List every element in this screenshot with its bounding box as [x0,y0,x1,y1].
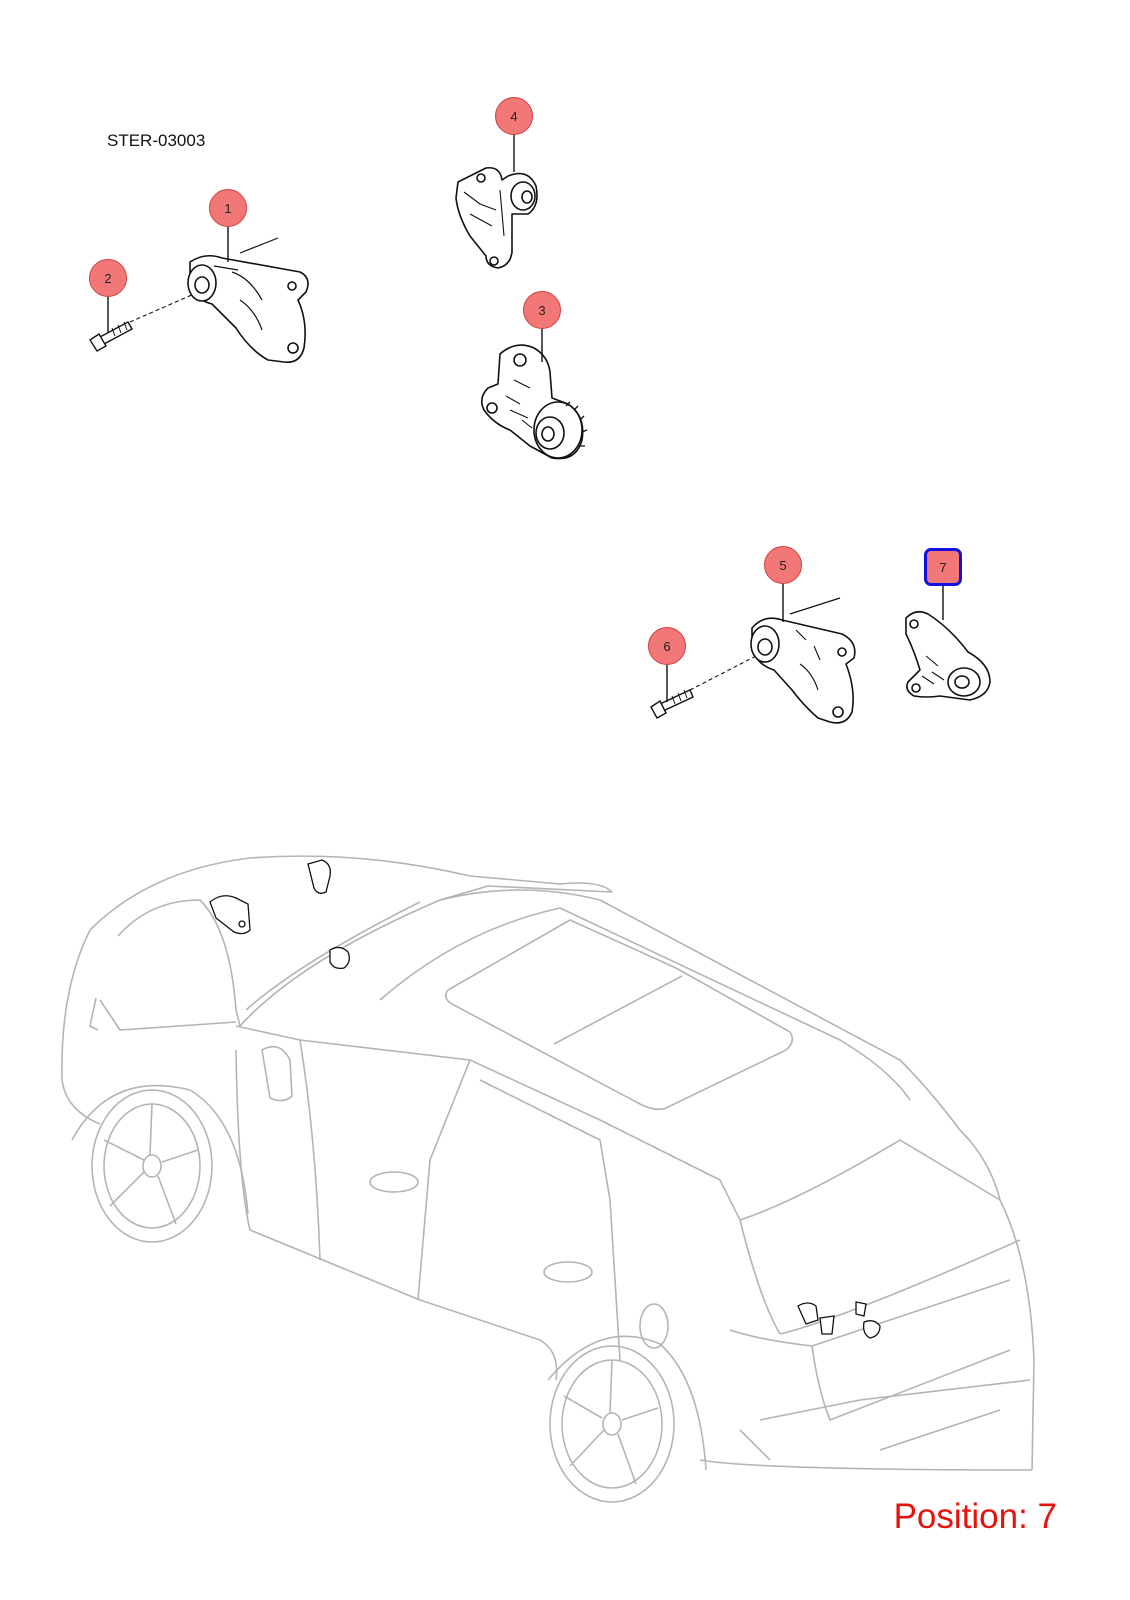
part-1-axis-line [239,237,279,254]
vehicle-outline [61,855,1035,1503]
part-1-mount-bracket[interactable] [187,254,309,364]
callout-2[interactable]: 2 [89,259,127,297]
part-4-upper-bracket[interactable] [455,166,538,269]
vehicle-mount-locations [209,859,881,1339]
part-5-axis-line [789,597,841,615]
position-label: Position: 7 [893,1497,1057,1536]
callout-4[interactable]: 4 [495,97,533,135]
part-6-bolt[interactable] [650,655,757,719]
part-3-torque-mount[interactable] [480,344,588,460]
callout-6[interactable]: 6 [648,627,686,665]
part-7-rear-mount[interactable] [905,610,991,701]
callout-1[interactable]: 1 [209,189,247,227]
callout-3[interactable]: 3 [523,291,561,329]
part-2-bolt[interactable] [89,293,195,352]
callout-7-selected[interactable]: 7 [924,548,962,586]
callout-5[interactable]: 5 [764,546,802,584]
part-5-mount-bracket[interactable] [750,617,856,724]
diagram-reference-code: STER-03003 [107,131,206,150]
